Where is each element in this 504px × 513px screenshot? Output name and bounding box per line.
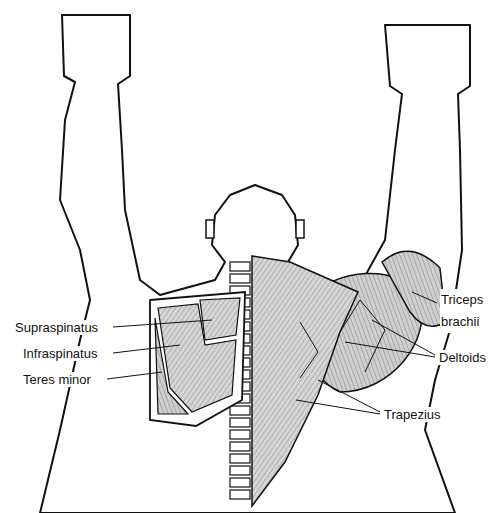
ear <box>296 220 304 238</box>
muscle-label: Triceps brachii <box>440 289 494 333</box>
trapezius-muscle <box>252 256 358 506</box>
ear <box>206 220 214 238</box>
label-slot: Deltoids <box>438 348 487 366</box>
label-slot: Trapezius <box>383 405 442 423</box>
leader-line <box>107 292 437 414</box>
muscle-label: Supraspinatus <box>14 320 99 335</box>
label-slot: Supraspinatus <box>14 318 99 336</box>
label-slot: Triceps brachii <box>440 289 494 333</box>
triceps-muscle <box>382 251 446 326</box>
teres-minor-muscle <box>155 318 188 414</box>
label-slot: Infraspinatus <box>22 344 98 362</box>
muscle-label: Teres minor <box>22 372 92 387</box>
muscle-label: Deltoids <box>438 350 487 365</box>
muscle-label: Infraspinatus <box>22 346 98 361</box>
scapula-patch <box>150 292 245 426</box>
body-outline <box>40 15 470 513</box>
supraspinatus-muscle <box>200 298 240 340</box>
label-slot: Teres minor <box>22 370 92 388</box>
muscle-label: Trapezius <box>383 407 442 422</box>
muscle-border <box>300 300 385 378</box>
